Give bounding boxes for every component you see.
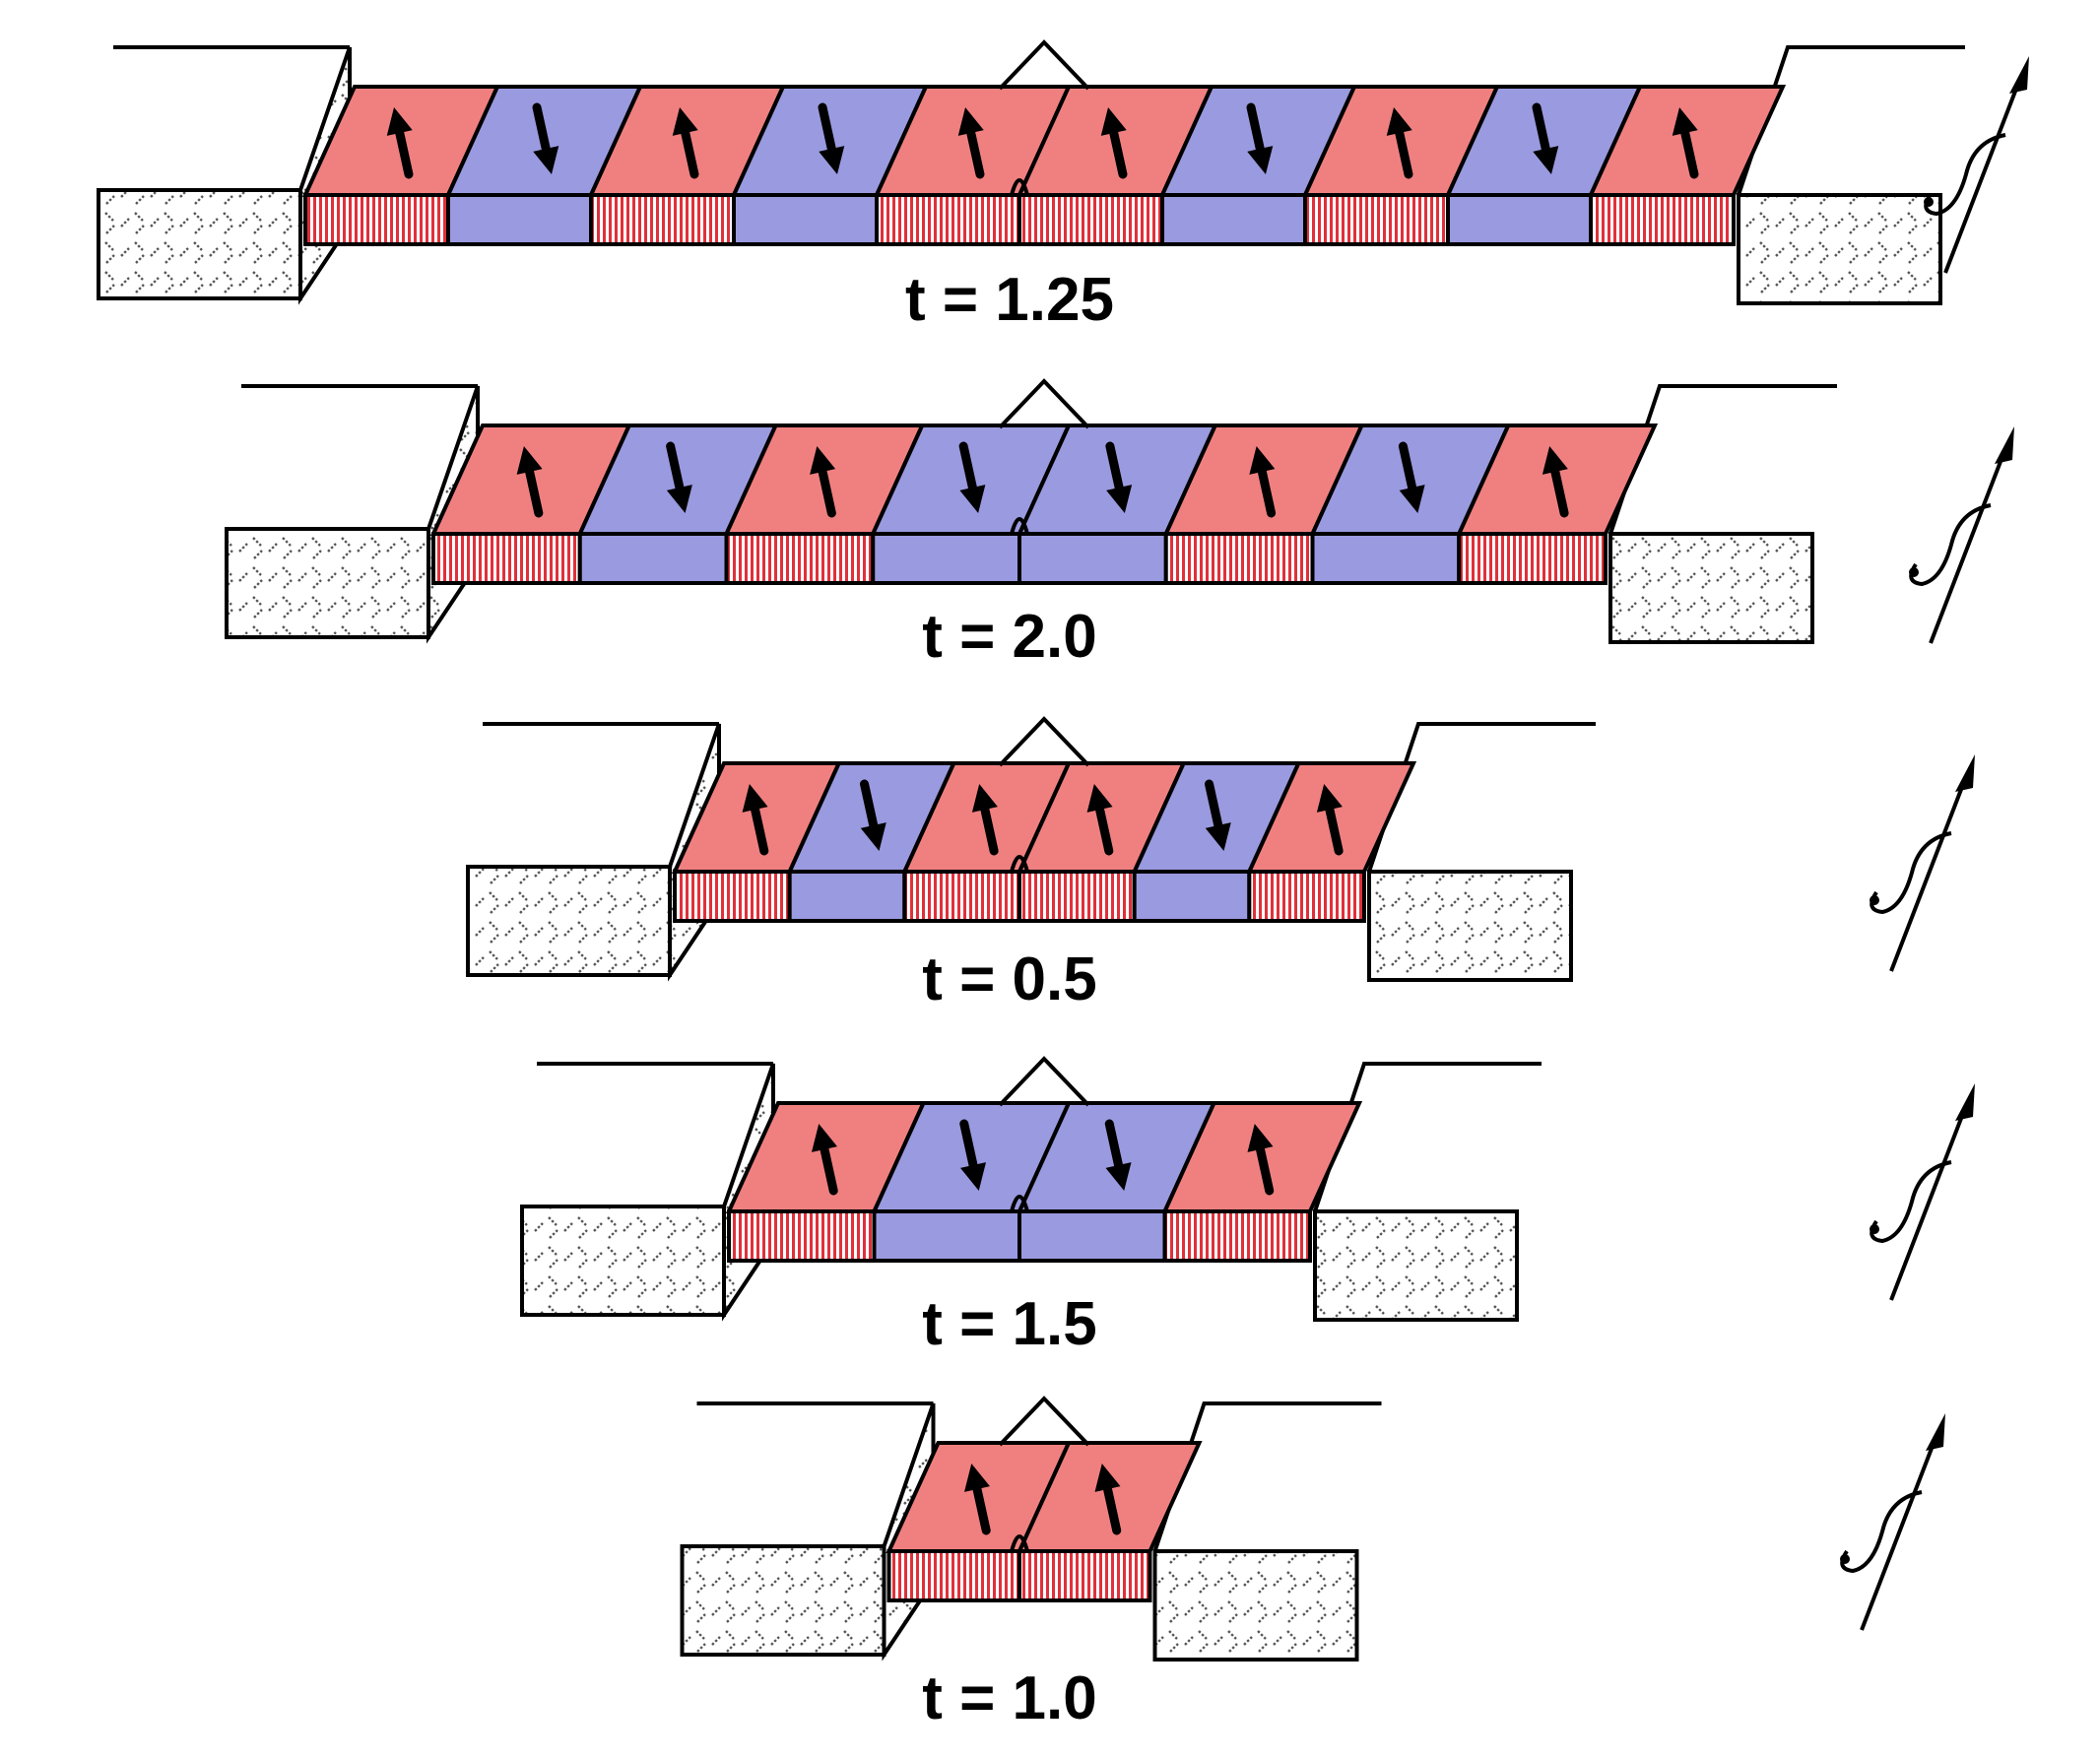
arrow-down-icon xyxy=(860,779,886,851)
geomagnetic-field-arrow-icon xyxy=(1924,56,2029,274)
arrow-down-icon xyxy=(1398,441,1425,513)
arrow-down-icon xyxy=(1246,102,1274,174)
continental-crust-left xyxy=(466,722,721,982)
time-label: t = 1.0 xyxy=(922,1664,1097,1732)
normal-polarity-stripe xyxy=(901,761,1073,923)
arrow-down-icon xyxy=(666,441,692,513)
normal-polarity-stripe xyxy=(723,424,926,585)
arrow-up-icon xyxy=(1386,107,1413,179)
arrow-down-icon xyxy=(1105,441,1133,513)
continental-crust-right xyxy=(1608,384,1837,644)
arrow-down-icon xyxy=(1532,102,1559,174)
reversed-polarity-stripe xyxy=(871,1101,1073,1263)
arrow-up-icon xyxy=(957,107,985,179)
spreading-panel: t = 0.5 xyxy=(466,716,1596,1013)
reversed-polarity-stripe xyxy=(1444,85,1644,246)
reversed-polarity-stripe xyxy=(1016,1101,1217,1263)
reversed-polarity-stripe xyxy=(1158,85,1358,246)
normal-polarity-stripe xyxy=(1016,85,1215,246)
geomagnetic-field-arrow-icon xyxy=(1840,1413,1945,1631)
arrow-up-icon xyxy=(516,446,544,518)
continental-crust-right xyxy=(1367,722,1596,982)
arrow-up-icon xyxy=(963,1464,991,1535)
spreading-panel: t = 1.25 xyxy=(97,39,1965,334)
time-label: t = 0.5 xyxy=(922,945,1097,1013)
normal-polarity-stripe xyxy=(1587,85,1787,246)
normal-polarity-stripe xyxy=(1301,85,1501,246)
arrow-up-icon xyxy=(1100,107,1128,179)
arrow-up-icon xyxy=(1086,784,1114,856)
arrow-down-icon xyxy=(1104,1119,1132,1191)
reversed-polarity-stripe xyxy=(1131,761,1302,923)
arrow-up-icon xyxy=(1542,446,1569,518)
time-label: t = 1.25 xyxy=(905,266,1114,334)
geomagnetic-field-arrow-icon xyxy=(1870,754,1975,972)
arrow-up-icon xyxy=(1672,107,1699,179)
reversed-polarity-stripe xyxy=(576,424,779,585)
geomagnetic-field-arrow-icon xyxy=(1909,426,2014,644)
normal-polarity-stripe xyxy=(725,1101,927,1263)
mid-ocean-ridge xyxy=(998,378,1090,535)
spreading-panel: t = 1.5 xyxy=(520,1056,1542,1358)
continental-crust-right xyxy=(1737,45,1965,305)
arrow-up-icon xyxy=(1247,1124,1275,1196)
spreading-panel: t = 2.0 xyxy=(225,378,1837,671)
normal-polarity-stripe xyxy=(587,85,787,246)
mid-ocean-ridge xyxy=(998,39,1090,196)
normal-polarity-stripe xyxy=(1246,761,1417,923)
normal-polarity-stripe xyxy=(429,424,632,585)
continental-crust-left xyxy=(520,1062,775,1322)
time-label: t = 2.0 xyxy=(922,603,1097,671)
geomagnetic-field-arrow-icon xyxy=(1870,1083,1975,1301)
arrow-up-icon xyxy=(811,1124,838,1196)
arrow-down-icon xyxy=(818,102,845,174)
arrow-up-icon xyxy=(742,784,769,856)
normal-polarity-stripe xyxy=(1016,1441,1203,1602)
arrow-down-icon xyxy=(1205,779,1231,851)
continental-crust-left xyxy=(225,384,480,644)
spreading-panel: t = 1.0 xyxy=(680,1396,1382,1732)
mid-ocean-ridge xyxy=(998,1396,1090,1552)
mid-ocean-ridge xyxy=(998,1056,1090,1212)
continental-crust-right xyxy=(1152,1401,1382,1662)
continental-crust-left xyxy=(680,1401,936,1662)
normal-polarity-stripe xyxy=(1456,424,1659,585)
reversed-polarity-stripe xyxy=(786,761,957,923)
normal-polarity-stripe xyxy=(873,85,1073,246)
reversed-polarity-stripe xyxy=(1016,424,1218,585)
arrow-up-icon xyxy=(672,107,699,179)
arrow-down-icon xyxy=(532,102,559,174)
arrow-down-icon xyxy=(959,1119,987,1191)
arrow-up-icon xyxy=(1249,446,1277,518)
normal-polarity-stripe xyxy=(1161,1101,1363,1263)
arrow-up-icon xyxy=(1094,1464,1122,1535)
arrow-up-icon xyxy=(810,446,836,518)
normal-polarity-stripe xyxy=(671,761,842,923)
arrow-up-icon xyxy=(386,107,414,179)
continental-crust-right xyxy=(1313,1062,1542,1322)
time-label: t = 1.5 xyxy=(922,1290,1097,1358)
arrow-down-icon xyxy=(958,441,986,513)
continental-crust-left xyxy=(97,45,352,305)
arrow-up-icon xyxy=(971,784,999,856)
arrow-up-icon xyxy=(1316,784,1344,856)
mid-ocean-ridge xyxy=(998,716,1090,873)
reversed-polarity-stripe xyxy=(870,424,1073,585)
reversed-polarity-stripe xyxy=(444,85,644,246)
